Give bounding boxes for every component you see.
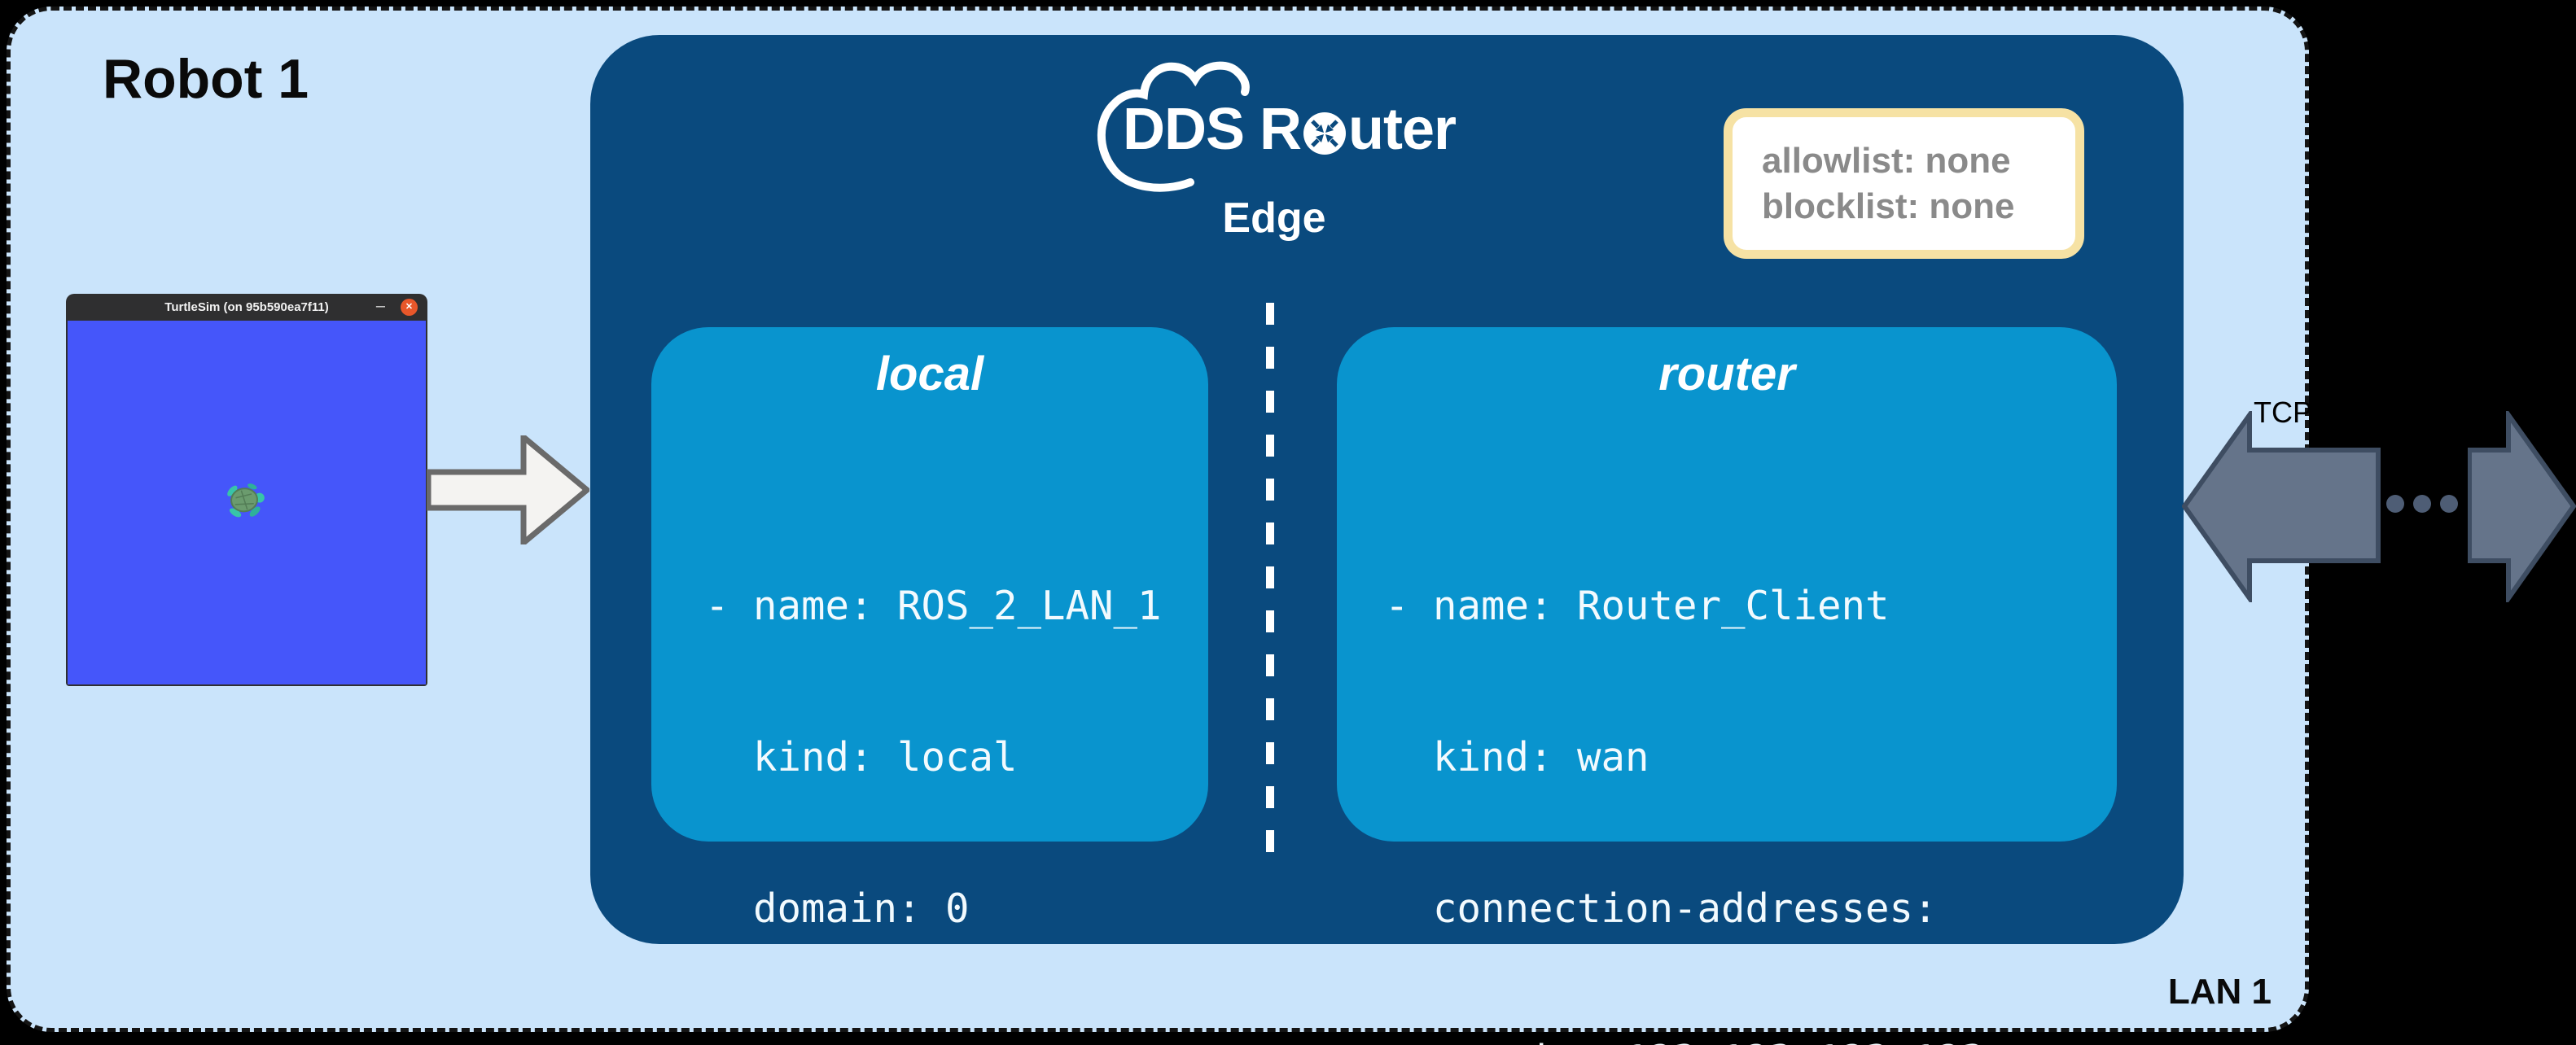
yaml-line: domain: 0 <box>705 885 970 932</box>
minimize-button[interactable]: – <box>375 297 385 315</box>
publish-arrow-icon <box>427 435 589 544</box>
blocklist-line: blocklist: none <box>1762 186 2015 226</box>
yaml-line: - name: ROS_2_LAN_1 <box>705 583 1162 629</box>
dds-router-logo: DDS R uter <box>1123 96 1457 163</box>
wan-arrow-left-icon <box>2182 411 2381 602</box>
yaml-line: kind: local <box>705 734 1018 780</box>
turtlesim-titlebar[interactable]: TurtleSim (on 95b590ea7f11) – ✕ <box>66 294 427 321</box>
local-panel-title: local <box>875 348 984 400</box>
turtlesim-window-title: TurtleSim (on 95b590ea7f11) <box>164 300 329 314</box>
router-symbol-icon <box>1303 112 1347 155</box>
turtlesim-canvas <box>68 321 426 684</box>
yaml-line: kind: wan <box>1385 734 1649 780</box>
yaml-line: - name: Router_Client <box>1385 583 1890 629</box>
router-participant-panel: router - name: Router_Client kind: wan c… <box>1337 327 2117 1045</box>
edge-label: Edge <box>1222 195 1326 242</box>
local-yaml-config: - name: ROS_2_LAN_1 kind: local domain: … <box>705 480 1162 1035</box>
close-button[interactable]: ✕ <box>401 299 418 316</box>
router-yaml-config: - name: Router_Client kind: wan connecti… <box>1385 480 1986 1045</box>
yaml-line: connection-addresses: <box>1385 885 1938 932</box>
filter-note: allowlist: none blocklist: none <box>1724 108 2084 259</box>
cloud-icon <box>1097 61 1250 192</box>
wan-arrow-right-icon <box>2468 411 2576 602</box>
turtlesim-window: TurtleSim (on 95b590ea7f11) – ✕ <box>66 294 427 686</box>
close-icon: ✕ <box>405 302 414 312</box>
logo-text-end: uter <box>1348 97 1457 162</box>
local-participant-panel: local - name: ROS_2_LAN_1 kind: local do… <box>651 327 1208 932</box>
ellipsis-dots <box>2386 495 2458 513</box>
robot-title: Robot 1 <box>103 48 309 110</box>
lan-label: LAN 1 <box>2167 972 2272 1012</box>
turtle-icon <box>227 483 265 518</box>
yaml-line: - ip: 123.123.123.123 <box>1385 1035 1986 1045</box>
panel-separator <box>1266 303 1274 872</box>
allowlist-line: allowlist: none <box>1762 140 2011 181</box>
logo-text-start: DDS R <box>1123 97 1302 162</box>
router-panel-title: router <box>1658 348 1795 400</box>
tcp-label: TCP <box>2254 396 2312 429</box>
